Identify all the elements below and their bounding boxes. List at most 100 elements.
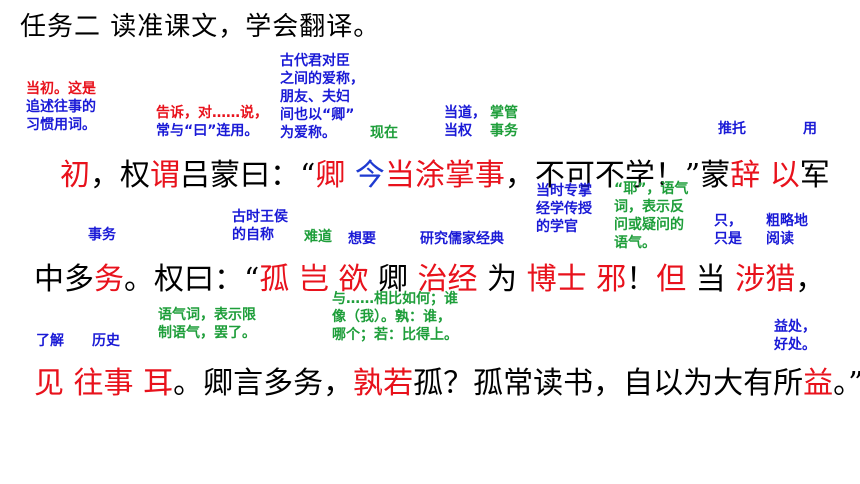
note-line: 间也以“卿” xyxy=(280,107,355,123)
note-line: 告诉，对……说， xyxy=(156,105,268,121)
word-jian: 见 xyxy=(34,366,64,401)
note-line: 只是 xyxy=(714,231,742,247)
note-line: 当道， xyxy=(444,105,486,121)
word-zhijing: 治经 xyxy=(417,262,478,297)
space xyxy=(760,158,770,193)
text: ，不可不学！”蒙 xyxy=(504,158,731,193)
word-yi-benefit: 益 xyxy=(803,366,834,401)
text: 军 xyxy=(799,158,830,193)
note-boshi: 当时专掌 经学传授 的学官 xyxy=(536,182,592,236)
sentence-line-2: 中多务。权曰：“孤 岂 欲 卿 治经 为 博士 邪！但 当 涉猎， xyxy=(34,254,825,298)
word-yi: 以 xyxy=(769,158,800,193)
note-line: 好处。 xyxy=(774,337,816,353)
word-shuruo: 孰若 xyxy=(353,366,414,401)
text: 。” xyxy=(833,366,860,401)
note-zhangguan: 掌管 事务 xyxy=(490,104,518,140)
word-boshi: 博士 xyxy=(526,262,587,297)
note-line: 益处， xyxy=(774,319,816,335)
note-line: 当时专掌 xyxy=(536,183,592,199)
word-zhangshi: 掌事 xyxy=(444,158,505,193)
note-line: 制语气，罢了。 xyxy=(158,325,256,341)
note-shelie: 粗略地 阅读 xyxy=(766,212,808,248)
word-chu: 初 xyxy=(60,158,90,193)
text: 当 xyxy=(686,262,736,297)
note-xiangyao: 想要 xyxy=(348,230,376,248)
text: 卿 xyxy=(368,262,418,297)
word-ci: 辞 xyxy=(730,158,761,193)
note-line: 用 xyxy=(803,121,817,137)
note-line: 当权 xyxy=(444,123,472,139)
word-dan: 但 xyxy=(656,262,687,297)
note-nandao: 难道 xyxy=(304,228,332,246)
text: ，权 xyxy=(90,158,150,193)
space xyxy=(289,262,299,297)
note-line: 与……相比如何；谁 xyxy=(332,291,458,307)
note-line: 常与“曰”连用。 xyxy=(156,123,259,139)
word-yu: 欲 xyxy=(338,262,369,297)
note-liaojie: 了解 xyxy=(36,332,64,350)
note-line: 习惯用词。 xyxy=(26,117,96,133)
note-line: 语气。 xyxy=(614,235,656,251)
page-title: 任务二 读准课文，学会翻译。 xyxy=(20,12,381,42)
note-yong: 用 xyxy=(803,120,817,138)
note-line: 想要 xyxy=(348,231,376,247)
note-line: 语气词，表示限 xyxy=(158,307,256,323)
note-dan: 只， 只是 xyxy=(714,212,742,248)
word-wu: 务 xyxy=(94,262,124,297)
note-line: 的学官 xyxy=(536,219,578,235)
sentence-line-3: 见 往事 耳。卿言多务，孰若孤？孤常读书，自以为大有所益。” xyxy=(34,358,860,402)
text: 中多 xyxy=(34,262,94,297)
word-shelie: 涉猎 xyxy=(735,262,796,297)
word-qing: 卿 xyxy=(315,158,346,193)
note-gaosu: 告诉，对……说， 常与“曰”连用。 xyxy=(156,104,268,140)
word-ye: 邪 xyxy=(596,262,627,297)
text: ， xyxy=(795,262,826,297)
note-line: 古代君对臣 xyxy=(280,53,350,69)
text: 。卿言多务， xyxy=(173,366,354,401)
note-line: 现在 xyxy=(370,125,398,141)
note-yichu: 益处， 好处。 xyxy=(774,318,816,354)
word-wei: 谓 xyxy=(150,158,180,193)
text: 为 xyxy=(477,262,527,297)
note-line: 推托 xyxy=(718,121,746,137)
note-line: 难道 xyxy=(304,229,332,245)
text: 吕蒙曰：“ xyxy=(180,158,316,193)
space xyxy=(587,262,597,297)
note-line: 古时王侯 xyxy=(232,209,288,225)
note-gu: 古时王侯 的自称 xyxy=(232,208,288,244)
note-shuruo: 与……相比如何；谁 像（我）。孰：谁， 哪个；若：比得上。 xyxy=(332,290,458,344)
note-line: 问或疑问的 xyxy=(614,217,684,233)
sentence-line-1: 初，权谓吕蒙曰：“卿 今当涂掌事，不可不学！”蒙辞 以军 xyxy=(60,150,830,194)
note-line: 朋友、夫妇 xyxy=(280,89,350,105)
word-jin: 今 xyxy=(354,158,385,193)
note-dangchu: 当初。这是 追述往事的 习惯用词。 xyxy=(26,80,96,134)
note-line: 只， xyxy=(714,213,742,229)
note-line: 哪个；若：比得上。 xyxy=(332,327,458,343)
word-qi: 岂 xyxy=(298,262,329,297)
note-line: 掌管 xyxy=(490,105,518,121)
word-gu: 孤 xyxy=(259,262,290,297)
note-line: 当初。这是 xyxy=(26,81,96,97)
note-lishi: 历史 xyxy=(92,332,120,350)
note-line: 粗略地 xyxy=(766,213,808,229)
space xyxy=(134,366,144,401)
note-line: 为爱称。 xyxy=(280,125,336,141)
note-line: 研究儒家经典 xyxy=(420,231,504,247)
note-ye: “耶”，语气 词，表示反 问或疑问的 语气。 xyxy=(614,180,688,252)
note-line: 像（我）。孰：谁， xyxy=(332,309,451,325)
text: 孤？孤常读书，自以为大有所 xyxy=(413,366,804,401)
space xyxy=(345,158,355,193)
note-zhijing: 研究儒家经典 xyxy=(420,230,504,248)
note-line: 之间的爱称， xyxy=(280,71,364,87)
note-line: 阅读 xyxy=(766,231,794,247)
word-tu: 涂 xyxy=(414,158,445,193)
word-wangshi: 往事 xyxy=(73,366,134,401)
text: ！ xyxy=(626,262,657,297)
note-qing: 古代君对臣 之间的爱称， 朋友、夫妇 间也以“卿” 为爱称。 xyxy=(280,52,364,142)
note-line: 追述往事的 xyxy=(26,99,96,115)
note-line: 事务 xyxy=(88,227,116,243)
note-line: “耶”，语气 xyxy=(614,181,689,197)
space xyxy=(64,366,74,401)
note-line: 事务 xyxy=(490,123,518,139)
note-line: 经学传授 xyxy=(536,201,592,217)
